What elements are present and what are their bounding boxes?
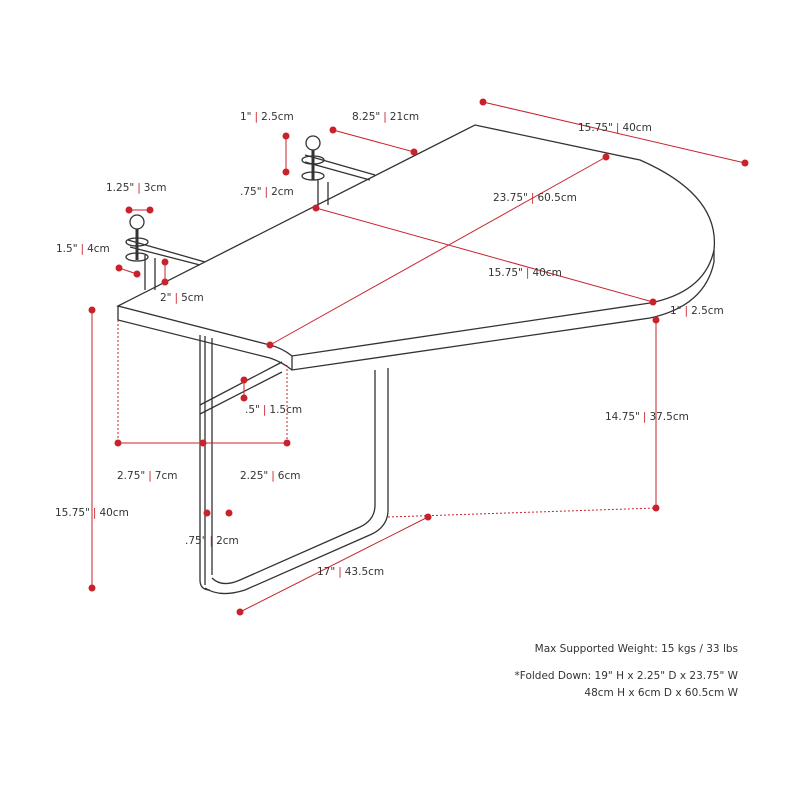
table-edge xyxy=(117,250,715,371)
dim-label: 23.75"|60.5cm xyxy=(493,192,577,204)
dim-label: 15.75"|40cm xyxy=(578,122,652,134)
dim-label: 15.75"|40cm xyxy=(55,507,129,519)
dim-label: 17"|43.5cm xyxy=(317,566,385,578)
folded-metric-note: 48cm H x 6cm D x 60.5cm W xyxy=(584,687,738,699)
dim-label: 1.5"|4cm xyxy=(56,243,110,255)
clamp-left xyxy=(125,214,206,290)
u-frame xyxy=(204,368,389,595)
dim-label: 1.25"|3cm xyxy=(106,182,167,194)
dim-label: 1"|2.5cm xyxy=(240,111,294,123)
dim-label: .75"|2cm xyxy=(185,535,239,547)
brace xyxy=(199,361,283,415)
dim-label: 2.75"|7cm xyxy=(117,470,178,482)
dim-label: 14.75"|37.5cm xyxy=(605,411,689,423)
max-weight-note: Max Supported Weight: 15 kgs / 33 lbs xyxy=(534,643,738,655)
table-outline xyxy=(116,124,716,595)
dim-label: 8.25"|21cm xyxy=(352,111,420,123)
dim-label: 15.75"|40cm xyxy=(488,267,562,279)
dim-label: 1"|2.5cm xyxy=(670,305,724,317)
vertical-legs xyxy=(199,335,213,591)
dim-label: 2.25"|6cm xyxy=(240,470,301,482)
table-top xyxy=(116,124,716,357)
folded-imperial-note: *Folded Down: 19" H x 2.25" D x 23.75" W xyxy=(514,670,738,682)
dim-label: .75"|2cm xyxy=(240,186,294,198)
clamp-right xyxy=(301,135,376,210)
dim-label: .5"|1.5cm xyxy=(245,404,303,416)
dim-label: 2"|5cm xyxy=(160,292,204,304)
dimension-lines xyxy=(88,98,749,616)
